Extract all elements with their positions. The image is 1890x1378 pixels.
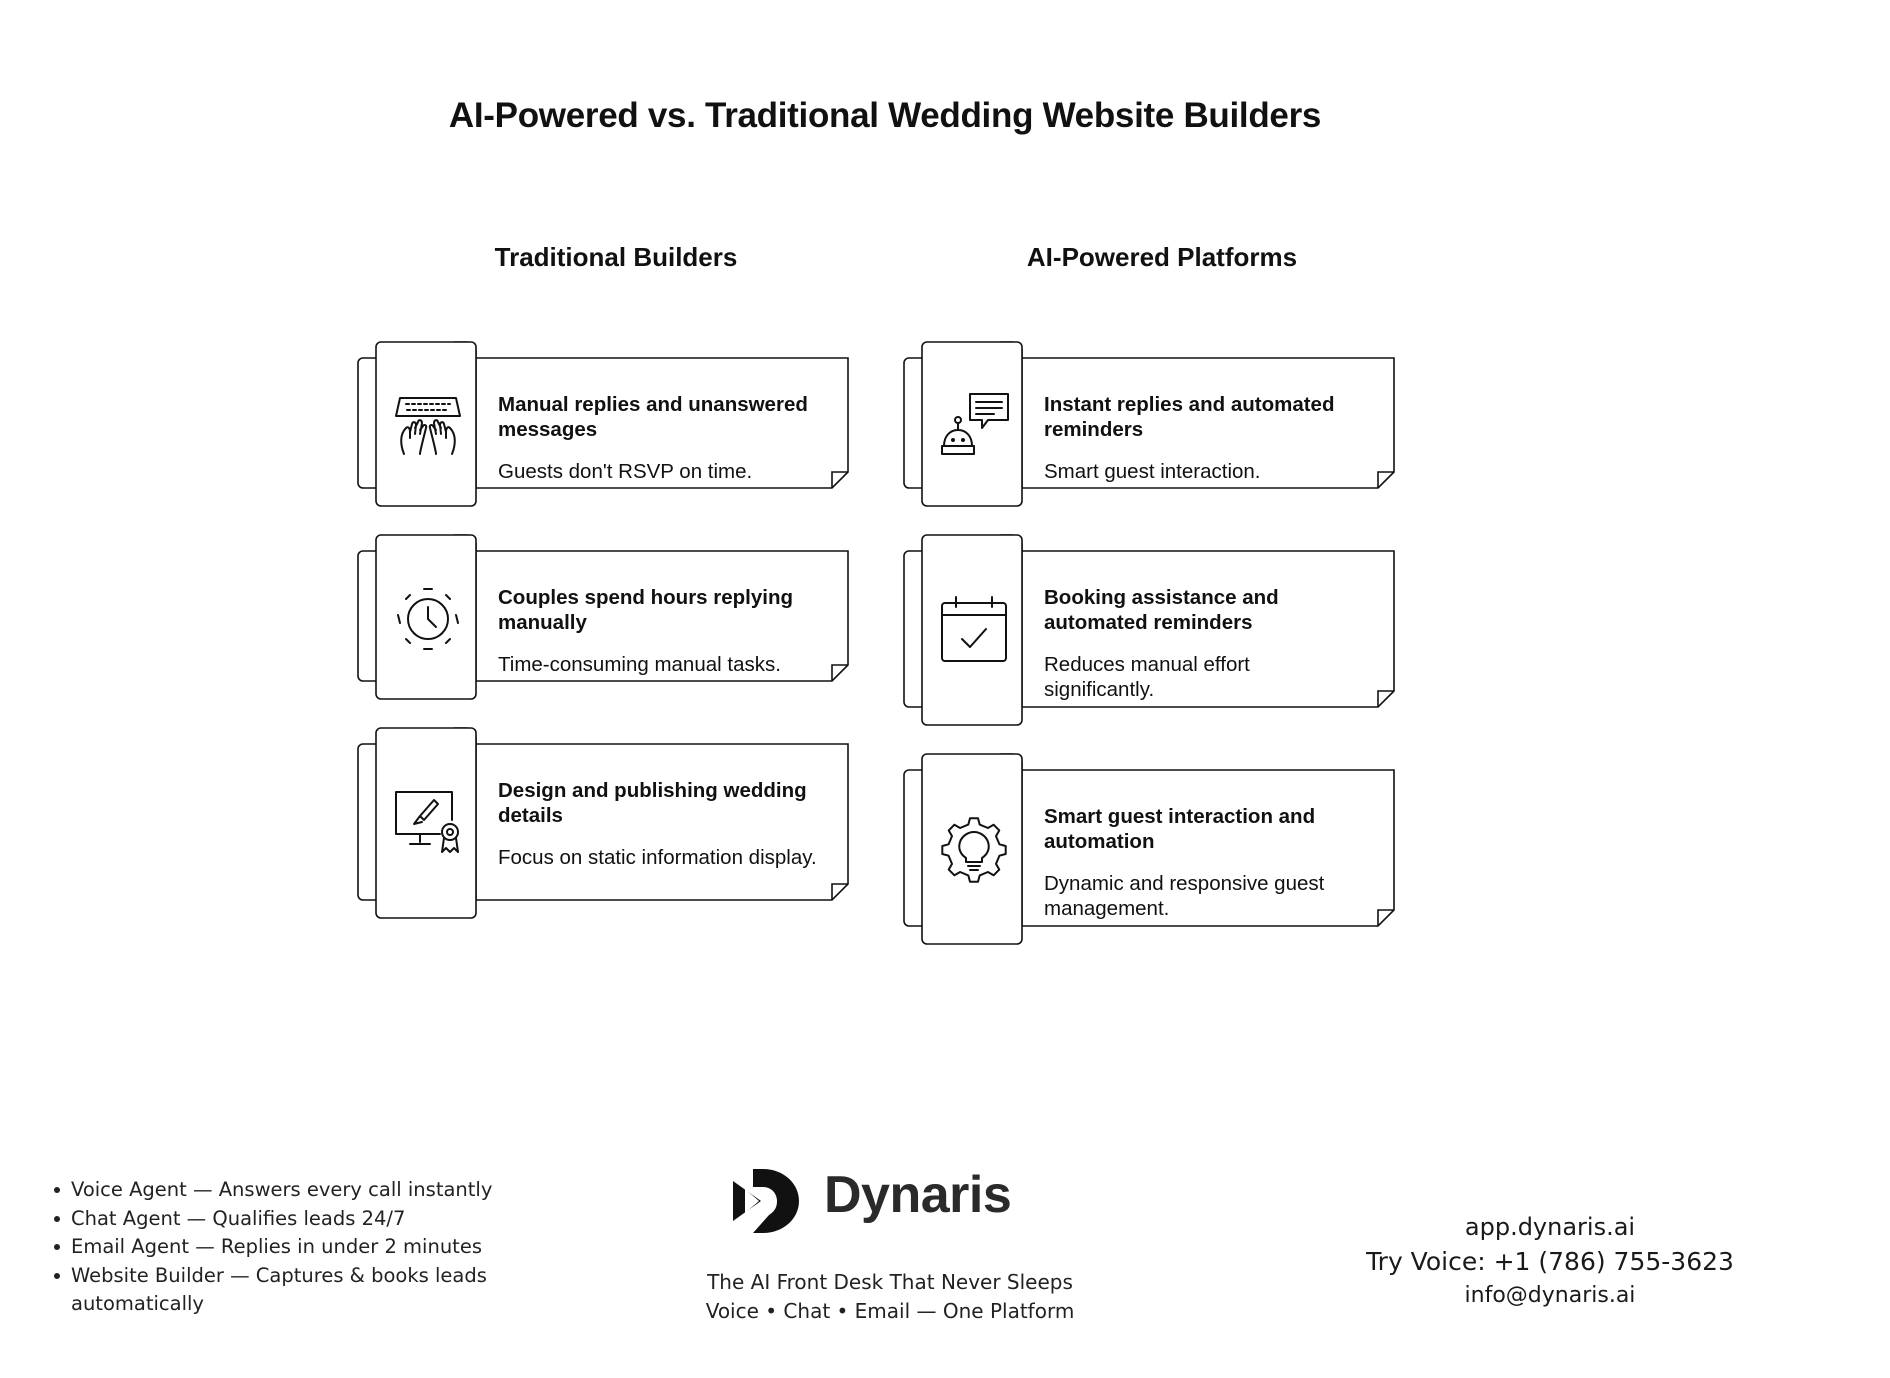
brand: Dynaris: [731, 1166, 1012, 1240]
card-text: Booking assistance and automated reminde…: [1044, 585, 1364, 702]
card-frame: [357, 341, 849, 507]
card-frame: [357, 534, 849, 700]
column-heading-traditional: Traditional Builders: [494, 242, 738, 272]
card-description: Focus on static information display.: [498, 846, 817, 869]
card-text: Instant replies and automated reminders …: [1044, 392, 1364, 484]
card-text: Manual replies and unanswered messages G…: [498, 392, 818, 484]
card-heading: Manual replies and unanswered messages: [498, 393, 808, 441]
list-item: Voice Agent — Answers every call instant…: [52, 1176, 521, 1205]
page-title: AI-Powered vs. Traditional Wedding Websi…: [448, 96, 1322, 135]
chatbot-icon: [941, 393, 1009, 455]
card-traditional-1: Manual replies and unanswered messages G…: [357, 341, 858, 507]
card-frame: [903, 341, 1395, 507]
card-frame: [903, 753, 1395, 945]
keyboard-hands-icon: [395, 397, 461, 455]
website-link[interactable]: app.dynaris.ai: [1464, 1213, 1636, 1241]
card-text: Design and publishing wedding details Fo…: [498, 778, 818, 870]
email-link[interactable]: info@dynaris.ai: [1464, 1283, 1636, 1308]
card-heading: Design and publishing wedding details: [498, 779, 807, 827]
card-heading: Booking assistance and automated reminde…: [1044, 586, 1279, 634]
card-description: Dynamic and responsive guest management.: [1044, 872, 1325, 920]
card-text: Couples spend hours replying manually Ti…: [498, 585, 818, 677]
gear-lightbulb-icon: [941, 817, 1007, 883]
card-heading: Smart guest interaction and automation: [1044, 805, 1316, 853]
card-text: Smart guest interaction and automation D…: [1044, 804, 1364, 921]
card-traditional-2: Couples spend hours replying manually Ti…: [357, 534, 858, 700]
feature-list: Voice Agent — Answers every call instant…: [52, 1176, 521, 1319]
card-description: Reduces manual effort significantly.: [1044, 653, 1250, 701]
card-ai-1: Instant replies and automated reminders …: [903, 341, 1404, 507]
card-heading: Couples spend hours replying manually: [498, 586, 794, 634]
card-heading: Instant replies and automated reminders: [1044, 393, 1335, 441]
tagline-line: The AI Front Desk That Never Sleeps: [707, 1270, 1073, 1294]
clock-icon: [397, 588, 459, 650]
tagline: The AI Front Desk That Never Sleeps Voic…: [640, 1268, 1140, 1326]
contact-info: app.dynaris.ai Try Voice: +1 (786) 755-3…: [1330, 1210, 1770, 1311]
list-item: Chat Agent — Qualifies leads 24/7: [52, 1205, 521, 1234]
design-monitor-icon: [395, 791, 459, 853]
card-description: Smart guest interaction.: [1044, 460, 1261, 483]
brand-name: Dynaris: [824, 1166, 1012, 1224]
column-heading-ai: AI-Powered Platforms: [1026, 242, 1298, 272]
card-traditional-3: Design and publishing wedding details Fo…: [357, 727, 858, 919]
card-ai-2: Booking assistance and automated reminde…: [903, 534, 1404, 726]
voice-phone[interactable]: Try Voice: +1 (786) 755-3623: [1366, 1247, 1734, 1276]
list-item: Email Agent — Replies in under 2 minutes: [52, 1233, 521, 1262]
dynaris-logo-icon: [733, 1169, 799, 1233]
card-description: Time-consuming manual tasks.: [498, 653, 781, 676]
card-frame: [357, 727, 849, 919]
calendar-check-icon: [941, 596, 1007, 662]
card-ai-3: Smart guest interaction and automation D…: [903, 753, 1404, 945]
list-item: Website Builder — Captures & books leads…: [52, 1262, 521, 1319]
card-frame: [903, 534, 1395, 726]
tagline-line: Voice • Chat • Email — One Platform: [705, 1299, 1075, 1323]
card-description: Guests don't RSVP on time.: [498, 460, 753, 483]
